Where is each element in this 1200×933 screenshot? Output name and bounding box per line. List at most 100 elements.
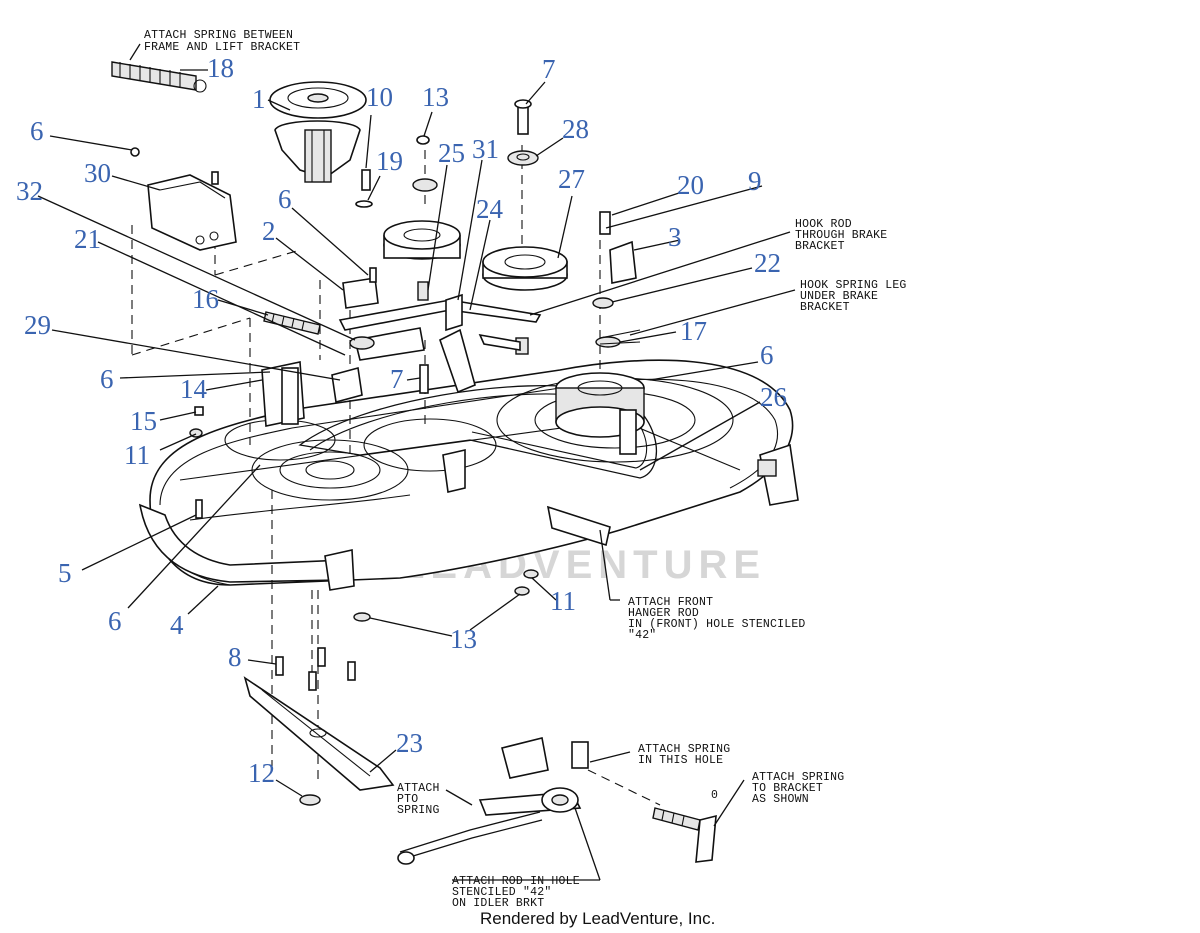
- note-spring-frame-2: FRAME AND LIFT BRACKET: [144, 41, 300, 54]
- part-number-14: 14: [180, 374, 208, 404]
- note-hook-rod-2: THROUGH BRAKE: [795, 229, 887, 242]
- note-hook-spring-2: UNDER BRAKE: [800, 290, 878, 303]
- washer-19: [355, 200, 373, 208]
- bolt-5: [195, 499, 203, 519]
- part-number-6: 6: [100, 364, 114, 394]
- part-number-labels: 18 1 6 30 32 21 16 29 6 14 15 11 5 6 4 2…: [16, 53, 787, 788]
- spring-18: [111, 61, 207, 93]
- part-number-11: 11: [550, 586, 576, 616]
- part-number-6: 6: [278, 184, 292, 214]
- spring-attach: 0: [652, 789, 718, 863]
- part-number-27: 27: [558, 164, 585, 194]
- part-number-1: 1: [252, 84, 266, 114]
- screw-6: [130, 147, 140, 157]
- note-pto-spring-1: ATTACH: [397, 782, 440, 795]
- nut-11: [523, 569, 539, 579]
- bearing-28: [507, 150, 539, 166]
- spacer: [417, 281, 429, 301]
- note-hook-spring-3: BRACKET: [800, 301, 850, 314]
- part-number-31: 31: [472, 134, 499, 164]
- pto-idler-bracket-assembly: [397, 737, 589, 865]
- bracket-29: [331, 366, 363, 404]
- note-rod-hole-2: STENCILED "42": [452, 886, 551, 899]
- part-number-26: 26: [760, 382, 787, 412]
- bolt: [317, 647, 326, 667]
- bracket-30: [147, 174, 237, 251]
- note-spring-frame-1: ATTACH SPRING BETWEEN: [144, 29, 293, 42]
- part-number-7: 7: [542, 54, 556, 84]
- part-number-20: 20: [677, 170, 704, 200]
- note-spring-hole-2: IN THIS HOLE: [638, 754, 723, 767]
- part-number-10: 10: [366, 82, 393, 112]
- idler-pulley-27: [482, 246, 568, 291]
- bolt: [308, 671, 317, 691]
- part-number-29: 29: [24, 310, 51, 340]
- idler-pulley-25: [383, 220, 461, 260]
- bolt-8: [275, 656, 284, 676]
- blade-23: [243, 676, 395, 791]
- leader-lines: [37, 43, 796, 881]
- part-number-21: 21: [74, 224, 101, 254]
- note-hook-spring-1: HOOK SPRING LEG: [800, 279, 907, 292]
- footer-credit: Rendered by LeadVenture, Inc.: [480, 909, 715, 928]
- bushing-22: [592, 297, 614, 309]
- part-number-9: 9: [748, 166, 762, 196]
- part-number-23: 23: [396, 728, 423, 758]
- part-number-4: 4: [170, 610, 184, 640]
- bearing: [412, 178, 438, 192]
- part-number-22: 22: [754, 248, 781, 278]
- nut-13: [353, 612, 371, 622]
- nut-11: [514, 586, 530, 596]
- bracket-14: [261, 361, 305, 427]
- part-number-24: 24: [476, 194, 504, 224]
- part-number-2: 2: [262, 216, 276, 246]
- part-number-5: 5: [58, 558, 72, 588]
- part-number-25: 25: [438, 138, 465, 168]
- part-number-16: 16: [192, 284, 219, 314]
- bolt-20: [599, 211, 611, 235]
- screw: [211, 171, 219, 185]
- note-front-hanger-3: IN (FRONT) HOLE STENCILED: [628, 618, 806, 631]
- note-rod-hole-3: ON IDLER BRKT: [452, 897, 544, 910]
- part-number-13: 13: [450, 624, 477, 654]
- idler-arm-assembly: [338, 293, 542, 394]
- spring-17: [595, 329, 641, 348]
- part-number-30: 30: [84, 158, 111, 188]
- bracket-2: [342, 277, 379, 309]
- part-number-6: 6: [30, 116, 44, 146]
- note-spring-hole-1: ATTACH SPRING: [638, 743, 730, 756]
- note-front-hanger-1: ATTACH FRONT: [628, 596, 713, 609]
- note-pto-spring-3: SPRING: [397, 804, 440, 817]
- part-number-17: 17: [680, 316, 707, 346]
- part-number-7: 7: [390, 364, 404, 394]
- blade-bolt-12: [299, 794, 321, 806]
- mower-deck-shell: [138, 359, 799, 591]
- part-number-32: 32: [16, 176, 43, 206]
- screw-6: [369, 267, 377, 283]
- note-spring-bracket-3: AS SHOWN: [752, 793, 809, 806]
- callout-notes: ATTACH SPRING BETWEEN FRAME AND LIFT BRA…: [144, 29, 907, 910]
- part-number-8: 8: [228, 642, 242, 672]
- note-rod-hole-1: ATTACH ROD IN HOLE: [452, 875, 580, 888]
- part-number-18: 18: [207, 53, 234, 83]
- part-number-6: 6: [108, 606, 122, 636]
- note-hook-rod-3: BRACKET: [795, 240, 845, 253]
- brake-bracket-3: [609, 240, 637, 284]
- part-number-19: 19: [376, 146, 403, 176]
- bolt-7-top: [514, 99, 532, 135]
- note-front-hanger-2: HANGER ROD: [628, 607, 699, 620]
- part-number-15: 15: [130, 406, 157, 436]
- part-15: [194, 406, 204, 416]
- nut-13: [416, 135, 430, 145]
- note-hook-rod-1: HOOK ROD: [795, 218, 852, 231]
- part-number-6: 6: [760, 340, 774, 370]
- part-number-3: 3: [668, 222, 682, 252]
- part-number-11: 11: [124, 440, 150, 470]
- part-number-12: 12: [248, 758, 275, 788]
- note-pto-spring-2: PTO: [397, 793, 418, 806]
- bolt-7-lower: [419, 364, 429, 394]
- part-number-13: 13: [422, 82, 449, 112]
- spindle-pulley-1: [269, 81, 367, 183]
- note-front-hanger-4: "42": [628, 629, 656, 642]
